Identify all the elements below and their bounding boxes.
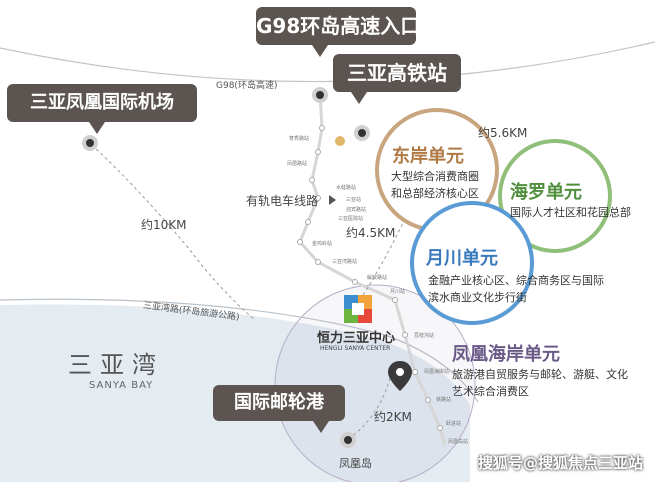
high-speed-rail-callout: 三亚高铁站: [333, 54, 461, 104]
yuechuan-unit-area: [410, 201, 534, 325]
hailuo-unit-title: 海罗单元: [510, 182, 582, 203]
rail-station-marker-icon: [354, 125, 370, 141]
tram-station-label: 解放路站: [367, 275, 388, 281]
airport-marker-icon: [82, 135, 98, 151]
dongan-unit-desc-line: 大型综合消费商圈: [391, 170, 479, 183]
g98-road-label: G98(环岛高速): [216, 81, 278, 91]
g98-entrance-callout: G98环岛高速入口: [256, 7, 420, 57]
yuechuan-unit-desc-line: 滨水商业文化步行街: [428, 291, 527, 304]
cruise-port-marker-icon: [340, 432, 356, 448]
tram-station-label: 铁路站: [436, 397, 452, 403]
distance-port: 约2KM: [374, 410, 412, 424]
dongan-unit-desc-line: 和总部经济核心区: [391, 187, 479, 200]
project-name-en: HENGLI SANYA CENTER: [320, 345, 391, 352]
tram-station-label: 水蛙路站: [336, 185, 357, 191]
tram-station-dots: [297, 125, 443, 431]
location-pin-icon: [388, 361, 412, 391]
g98-highway: [0, 41, 655, 83]
hailuo-unit-area: [498, 139, 612, 253]
fenghuang-unit-desc-line: 旅游港自贸服务与邮轮、游艇、文化: [452, 368, 628, 381]
cruise-port-callout: 国际邮轮港: [213, 385, 345, 433]
tram-station-label: 荔枝沟站: [414, 333, 435, 339]
tram-station-label: 凤凰岛站: [448, 439, 469, 445]
fenghuang-unit-title: 凤凰海岸单元: [452, 344, 560, 365]
tram-line-label: 有轨电车线路: [246, 194, 319, 208]
tram-station-label: 三亚医院站: [338, 216, 364, 222]
route-to-airport: [91, 144, 256, 321]
g98-entrance-marker-icon: [312, 87, 328, 103]
tram-stop-marker-icon: [335, 136, 345, 146]
dongan-unit-title: 东岸单元: [392, 146, 464, 167]
tram-station-label: 跃进站: [446, 421, 462, 427]
tram-station-label: 三亚湾路站: [332, 259, 358, 265]
source-watermark: 搜狐号@搜狐焦点三亚站: [477, 454, 643, 472]
distance-airport: 约10KM: [141, 218, 187, 232]
tram-station-label: 育秀路站: [289, 136, 310, 142]
hengli-logo-icon: [344, 295, 372, 323]
fenghuang-unit-desc-line: 艺术综合消费区: [452, 385, 529, 398]
tram-station-label: 凤凰路站: [287, 161, 308, 167]
tram-direction-icon: [329, 195, 336, 205]
route-to-port: [349, 377, 391, 439]
tram-station-label: 三亚站: [346, 197, 362, 203]
yuechuan-unit-desc: 金融产业核心区、综合商务区与国际 滨水商业文化步行街: [428, 272, 604, 306]
tram-station-label: 迎宾路站: [346, 207, 367, 213]
tram-station-label: 凤凰海岸站: [424, 369, 450, 375]
fenghuang-unit-desc: 旅游港自贸服务与邮轮、游艇、文化 艺术综合消费区: [452, 366, 628, 400]
project-name-cn: 恒力三亚中心: [317, 331, 396, 346]
yuechuan-unit-desc-line: 金融产业核心区、综合商务区与国际: [428, 274, 604, 287]
tram-station-label: 金鸡岭站: [312, 241, 333, 247]
sea-name-cn: 三亚湾: [68, 351, 164, 379]
hailuo-unit-desc: 国际人才社区和花园总部: [510, 204, 631, 221]
airport-callout: 三亚凤凰国际机场: [7, 84, 197, 134]
yuechuan-unit-title: 月川单元: [426, 248, 498, 269]
dongan-unit-desc: 大型综合消费商圈 和总部经济核心区: [391, 168, 479, 202]
hailuo-unit-desc-line: 国际人才社区和花园总部: [510, 206, 631, 219]
sanya-bay-road: [0, 298, 479, 403]
tram-station-label: 月川站: [390, 289, 406, 295]
sea-name-en: SANYA BAY: [89, 380, 154, 391]
distance-dongan: 约5.6KM: [478, 126, 528, 140]
distance-yuechuan: 约4.5KM: [346, 226, 396, 240]
island-label: 凤凰岛: [339, 457, 372, 470]
